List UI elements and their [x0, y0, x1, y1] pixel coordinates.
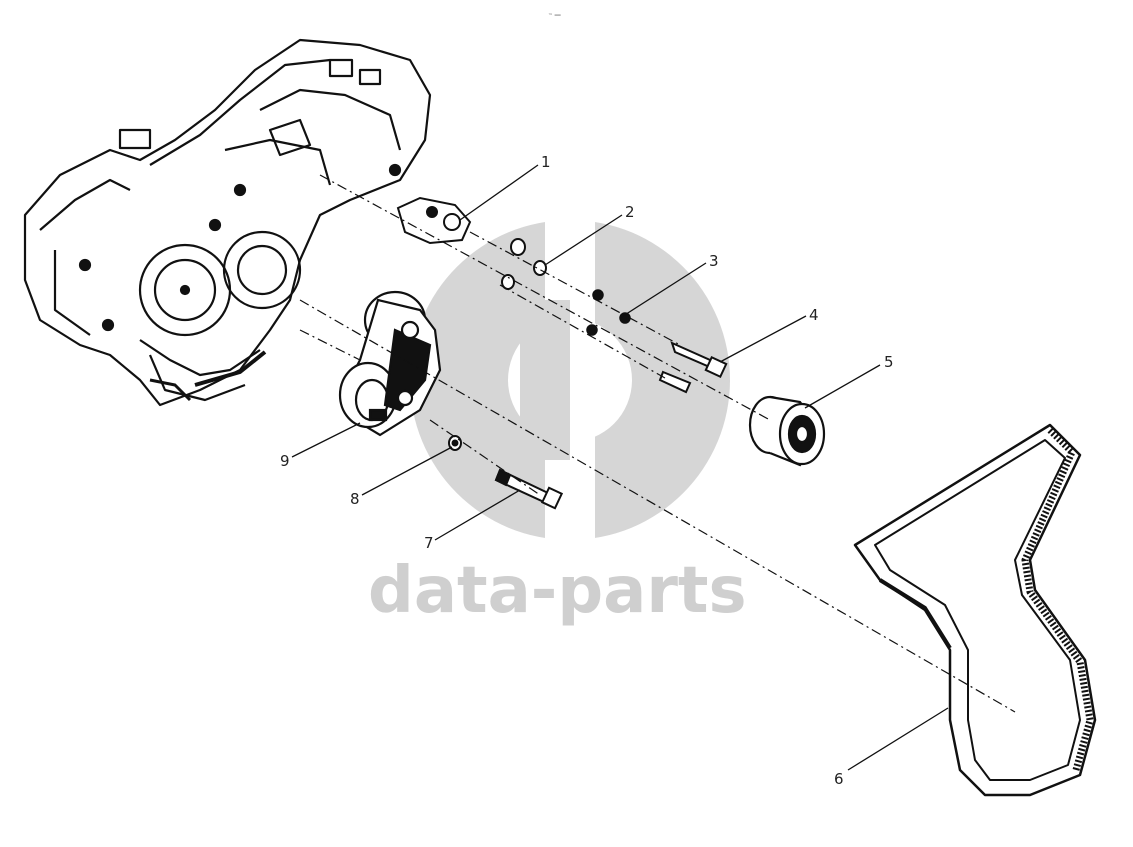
callout-6: 6: [834, 770, 844, 788]
callout-8: 8: [350, 490, 360, 508]
callout-3: 3: [709, 252, 719, 270]
belt-tensioner-9: [338, 290, 442, 437]
callout-9: 9: [280, 452, 290, 470]
idler-pulley-5: [748, 395, 826, 467]
assembly-axis-lines: [299, 174, 1016, 713]
leader-lines: [291, 164, 949, 771]
callout-5: 5: [884, 353, 894, 371]
callout-7: 7: [424, 534, 434, 552]
serpentine-belt-6: [853, 423, 1097, 797]
gear-housing: [23, 38, 432, 407]
tensioner-bracket: [396, 196, 472, 245]
bolt-7: [494, 468, 564, 510]
watermark-logo: [410, 210, 730, 550]
callout-1: 1: [541, 153, 551, 171]
watermark-text: data-parts: [368, 554, 747, 628]
callout-4: 4: [809, 306, 819, 324]
callout-2: 2: [625, 203, 635, 221]
header-mark: ™ ══: [548, 13, 562, 19]
